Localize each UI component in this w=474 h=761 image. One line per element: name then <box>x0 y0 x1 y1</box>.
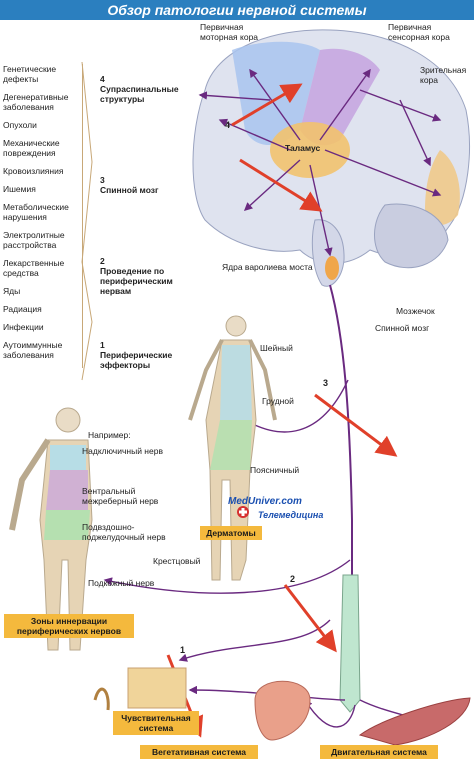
cause-item: Метаболические нарушения <box>3 202 69 222</box>
level-2: 2 Проведение по периферическим нервам <box>100 256 173 296</box>
lesion-number-4: 4 <box>225 120 231 130</box>
label-cervical: Шейный <box>260 343 293 353</box>
cause-item: Кровоизлияния <box>3 166 64 176</box>
cause-item: Лекарственные средства <box>3 258 65 278</box>
page-title: Обзор патологии нервной системы <box>0 0 474 20</box>
tag-autonomic-system: Вегетативная система <box>140 745 258 759</box>
cause-item: Опухоли <box>3 120 37 130</box>
lesion-arrow <box>239 158 323 212</box>
cause-item: Радиация <box>3 304 42 314</box>
cause-item: Генетические дефекты <box>3 64 57 84</box>
lesion-arrow <box>231 83 303 127</box>
dermatome-figure <box>188 315 277 581</box>
bracket-shape <box>81 62 93 381</box>
label-saphenous: Подкожный нерв <box>88 578 155 588</box>
label-iliohypogastric: Подвздошно-поджелудочный нерв <box>82 522 166 542</box>
tag-nerve-zones: Зоны иннервации периферических нервов <box>4 614 134 638</box>
causes-list: Генетические дефекты Дегенеративные забо… <box>0 64 83 368</box>
effector-illustrations <box>93 667 471 746</box>
level-4: 4 Супраспинальные структуры <box>100 74 179 104</box>
label-motor-cortex: Первичная моторная кора <box>200 22 259 42</box>
lesion-arrow <box>314 393 398 457</box>
label-spinal-cord: Спинной мозг <box>375 323 430 333</box>
thalamus-shape <box>270 122 350 178</box>
visual-cortex <box>425 150 460 226</box>
lesion-number-2: 2 <box>290 574 296 584</box>
watermark-site: MedUniver.com <box>228 496 302 507</box>
cause-item: Яды <box>3 286 21 296</box>
cause-item: Ишемия <box>3 184 36 194</box>
cerebellum-shape <box>374 203 449 269</box>
label-sensory-cortex: Первичная сенсорная кора <box>388 22 450 42</box>
cross-icon <box>237 506 249 518</box>
lesion-arrow <box>283 584 337 653</box>
nerve-zone-figure <box>9 407 93 651</box>
label-thalamus: Таламус <box>285 143 321 153</box>
cause-item: Аутоиммунные заболевания <box>3 340 63 360</box>
label-supraclavicular: Надключичный нерв <box>82 446 163 456</box>
tag-dermatomes: Дерматомы <box>200 526 262 540</box>
spinal-cord-segment <box>339 574 361 713</box>
cause-item: Инфекции <box>3 322 44 332</box>
lesion-number-3: 3 <box>323 378 329 388</box>
tag-sensory-system: Чувствительная система <box>113 711 199 735</box>
tag-motor-system: Двигательная система <box>320 745 438 759</box>
label-sacral: Крестцовый <box>153 556 201 566</box>
cause-item: Электролитные расстройства <box>3 230 65 250</box>
pons-nucleus <box>325 256 339 280</box>
brain <box>192 29 470 287</box>
label-pons: Ядра варолиева моста <box>222 262 313 272</box>
level-3: 3 Спинной мозг <box>100 175 159 195</box>
label-thoracic: Грудной <box>262 396 294 406</box>
label-cerebellum: Мозжечок <box>396 306 435 316</box>
cause-item: Дегенеративные заболевания <box>3 92 69 112</box>
watermark-sub: Телемедицина <box>258 510 324 520</box>
label-visual-cortex: Зрительная кора <box>420 65 467 85</box>
label-lumbar: Поясничный <box>250 465 300 475</box>
cause-item: Механические повреждения <box>3 138 60 158</box>
sensory-cortex <box>300 48 380 146</box>
label-example: Например: <box>88 430 131 440</box>
label-intercostal: Вентральный межреберный нерв <box>82 486 159 506</box>
level-1: 1 Периферические эффекторы <box>100 340 173 370</box>
spinal-tract <box>329 284 353 580</box>
lesion-number-1: 1 <box>180 645 186 655</box>
motor-cortex <box>232 41 320 145</box>
